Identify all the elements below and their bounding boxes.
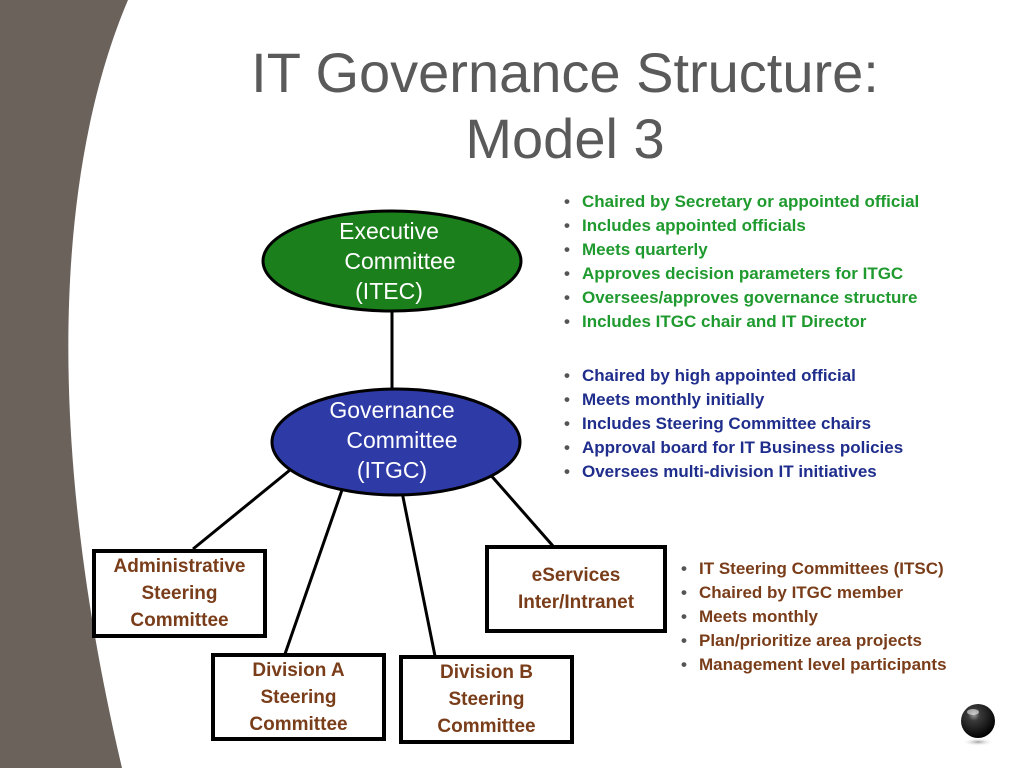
- itsc-bullet-list: IT Steering Committees (ITSC) Chaired by…: [679, 557, 947, 677]
- itgc-bullet: Chaired by high appointed official: [562, 364, 903, 388]
- itec-bullet: Chaired by Secretary or appointed offici…: [562, 190, 919, 214]
- itsc-bullet: IT Steering Committees (ITSC): [679, 557, 947, 581]
- division-a-steering-committee-box: Division A Steering Committee: [211, 653, 386, 741]
- slide-title: IT Governance Structure: Model 3: [150, 40, 980, 172]
- itgc-bullet-list: Chaired by high appointed official Meets…: [562, 364, 903, 484]
- itgc-bullet: Meets monthly initially: [562, 388, 903, 412]
- executive-committee-ellipse: [261, 209, 523, 313]
- administrative-line-3: Committee: [130, 610, 229, 631]
- division-b-steering-committee-box: Division B Steering Committee: [399, 655, 574, 744]
- title-line-1: IT Governance Structure:: [251, 41, 879, 104]
- eservices-line-2: Inter/Intranet: [517, 592, 635, 613]
- eservices-box: eServices Inter/Intranet: [485, 545, 667, 633]
- division-b-line-2: Steering: [448, 689, 525, 710]
- left-side-band: [0, 0, 128, 768]
- governance-line-1: Governance: [329, 397, 455, 423]
- division-b-line-1: Division B: [440, 662, 533, 683]
- connector-itgc-eservices: [486, 471, 555, 547]
- black-sphere-icon: [961, 704, 995, 746]
- division-a-line-2: Steering: [260, 686, 337, 708]
- itgc-bullet: Includes Steering Committee chairs: [562, 412, 903, 436]
- executive-line-1: Executive: [339, 218, 439, 244]
- executive-line-2: Committee: [344, 248, 456, 274]
- executive-committee-label: Executive Committee (ITEC): [300, 216, 490, 306]
- connector-itgc-division-b: [400, 491, 437, 657]
- connector-itgc-division-a: [283, 489, 344, 655]
- eservices-line-1: eServices: [531, 565, 621, 586]
- division-a-line-1: Division A: [252, 659, 345, 681]
- division-a-line-3: Committee: [249, 713, 348, 735]
- executive-line-3: (ITEC): [355, 278, 423, 304]
- itsc-bullet: Meets monthly: [679, 605, 947, 629]
- title-line-2: Model 3: [465, 107, 665, 170]
- itec-bullet: Includes appointed officials: [562, 214, 919, 238]
- itgc-bullet: Approval board for IT Business policies: [562, 436, 903, 460]
- administrative-line-1: Administrative: [113, 556, 246, 577]
- itsc-bullet: Management level participants: [679, 653, 947, 677]
- governance-line-3: (ITGC): [356, 457, 428, 483]
- governance-committee-label: Governance Committee (ITGC): [298, 395, 498, 485]
- administrative-steering-committee-box: Administrative Steering Committee: [92, 549, 267, 638]
- itec-bullet: Meets quarterly: [562, 238, 919, 262]
- itec-bullet: Oversees/approves governance structure: [562, 286, 919, 310]
- governance-line-2: Committee: [346, 427, 458, 453]
- connector-itgc-administrative: [192, 468, 291, 551]
- division-b-line-3: Committee: [437, 716, 536, 737]
- itsc-bullet: Chaired by ITGC member: [679, 581, 947, 605]
- itsc-bullet: Plan/prioritize area projects: [679, 629, 947, 653]
- itec-bullet-list: Chaired by Secretary or appointed offici…: [562, 190, 919, 334]
- administrative-line-2: Steering: [141, 583, 218, 604]
- itgc-bullet: Oversees multi-division IT initiatives: [562, 460, 903, 484]
- itec-bullet: Approves decision parameters for ITGC: [562, 262, 919, 286]
- governance-committee-ellipse: [270, 387, 522, 497]
- itec-bullet: Includes ITGC chair and IT Director: [562, 310, 919, 334]
